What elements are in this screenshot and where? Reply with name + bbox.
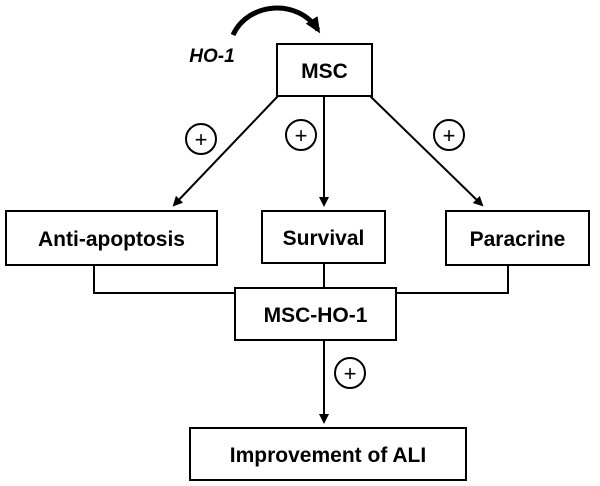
svg-text:+: + xyxy=(195,127,208,152)
svg-text:+: + xyxy=(344,361,357,386)
improvement-label: Improvement of ALI xyxy=(230,444,426,467)
arrow-to-anti-apoptosis xyxy=(172,95,279,207)
plus-sign-bottom: + xyxy=(334,357,366,389)
ho1-label: HO-1 xyxy=(189,46,234,67)
plus-sign-left: + xyxy=(185,123,217,155)
paracrine-label: Paracrine xyxy=(470,228,566,251)
improvement-node: Improvement of ALI xyxy=(189,427,467,481)
arrow-to-paracrine xyxy=(369,95,484,207)
survival-label: Survival xyxy=(283,227,365,250)
svg-text:+: + xyxy=(443,123,456,148)
ho1-curved-arrow xyxy=(230,5,321,37)
survival-node: Survival xyxy=(261,210,386,264)
msc-node: MSC xyxy=(276,43,373,97)
msc-ho1-node: MSC-HO-1 xyxy=(234,287,397,341)
msc-label: MSC xyxy=(301,60,348,83)
svg-text:+: + xyxy=(295,123,308,148)
plus-sign-middle: + xyxy=(285,119,317,151)
paracrine-node: Paracrine xyxy=(445,210,590,266)
anti-apoptosis-label: Anti-apoptosis xyxy=(38,228,185,251)
connector-anti-apoptosis xyxy=(93,265,235,294)
msc-ho1-label: MSC-HO-1 xyxy=(264,304,368,327)
connector-paracrine xyxy=(396,265,509,294)
plus-sign-right: + xyxy=(433,119,465,151)
anti-apoptosis-node: Anti-apoptosis xyxy=(5,210,218,266)
